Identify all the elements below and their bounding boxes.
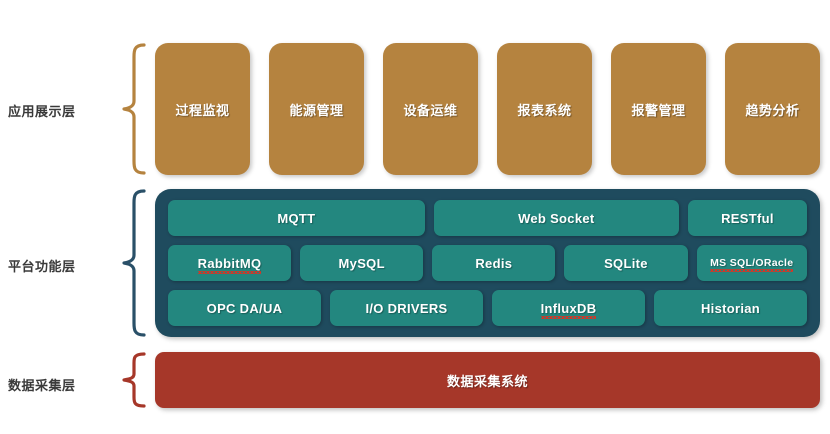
data-box-label: 数据采集系统 bbox=[446, 373, 528, 389]
chip-label: Redis bbox=[475, 255, 513, 271]
chip-label: MQTT bbox=[277, 210, 316, 226]
app-box-trend-analysis[interactable]: 趋势分析 bbox=[725, 43, 820, 175]
layer-label-application: 应用展示层 bbox=[8, 104, 76, 119]
platform-chip-row-3: OPC DA/UA I/O DRIVERS InfluxDB Historian bbox=[168, 290, 807, 326]
chip-web-socket[interactable]: Web Socket bbox=[433, 200, 679, 236]
chip-label: InfluxDB bbox=[540, 300, 597, 319]
chip-restful[interactable]: RESTful bbox=[687, 200, 807, 236]
chip-label: I/O DRIVERS bbox=[365, 300, 448, 316]
brace-application bbox=[120, 43, 146, 175]
chip-influxdb[interactable]: InfluxDB bbox=[492, 290, 645, 326]
chip-opc-da-ua[interactable]: OPC DA/UA bbox=[168, 290, 321, 326]
application-layer-boxes: 过程监视 能源管理 设备运维 报表系统 报警管理 趋势分析 bbox=[155, 43, 820, 175]
platform-chip-row-2: RabbitMQ MySQL Redis SQLite MS SQL/ORacl… bbox=[168, 245, 808, 281]
layer-label-platform: 平台功能层 bbox=[8, 259, 76, 274]
app-box-report-system[interactable]: 报表系统 bbox=[497, 43, 592, 175]
app-box-label: 过程监视 bbox=[175, 102, 230, 118]
brace-data-acquisition bbox=[120, 352, 146, 408]
chip-label: Web Socket bbox=[518, 210, 595, 226]
chip-ms-sql-oracle[interactable]: MS SQL/ORacle bbox=[696, 245, 808, 281]
platform-layer-panel: MQTT Web Socket RESTful RabbitMQ MySQL R… bbox=[155, 189, 820, 337]
platform-chip-row-1: MQTT Web Socket RESTful bbox=[168, 200, 807, 236]
chip-mysql[interactable]: MySQL bbox=[300, 245, 424, 281]
chip-historian[interactable]: Historian bbox=[654, 290, 807, 326]
chip-label: Historian bbox=[700, 300, 761, 316]
brace-platform bbox=[120, 189, 146, 337]
chip-rabbitmq[interactable]: RabbitMQ bbox=[168, 245, 292, 281]
app-box-alarm-management[interactable]: 报警管理 bbox=[611, 43, 706, 175]
chip-redis[interactable]: Redis bbox=[432, 245, 556, 281]
chip-label: SQLite bbox=[604, 255, 648, 271]
chip-label: MySQL bbox=[338, 255, 385, 271]
chip-mqtt[interactable]: MQTT bbox=[168, 200, 425, 236]
app-box-label: 趋势分析 bbox=[745, 102, 800, 118]
chip-label: OPC DA/UA bbox=[206, 300, 283, 316]
app-box-process-monitoring[interactable]: 过程监视 bbox=[155, 43, 250, 175]
layer-label-data-acquisition: 数据采集层 bbox=[8, 378, 76, 393]
chip-label: MS SQL/ORacle bbox=[710, 257, 794, 272]
app-box-label: 报警管理 bbox=[631, 102, 686, 118]
chip-io-drivers[interactable]: I/O DRIVERS bbox=[330, 290, 483, 326]
app-box-label: 能源管理 bbox=[289, 102, 344, 118]
app-box-energy-management[interactable]: 能源管理 bbox=[269, 43, 364, 175]
app-box-label: 报表系统 bbox=[517, 102, 572, 118]
app-box-equipment-maintenance[interactable]: 设备运维 bbox=[383, 43, 478, 175]
chip-label: RabbitMQ bbox=[197, 255, 262, 274]
chip-sqlite[interactable]: SQLite bbox=[564, 245, 688, 281]
chip-label: RESTful bbox=[721, 210, 774, 226]
data-acquisition-system-box[interactable]: 数据采集系统 bbox=[155, 352, 820, 408]
app-box-label: 设备运维 bbox=[403, 102, 458, 118]
